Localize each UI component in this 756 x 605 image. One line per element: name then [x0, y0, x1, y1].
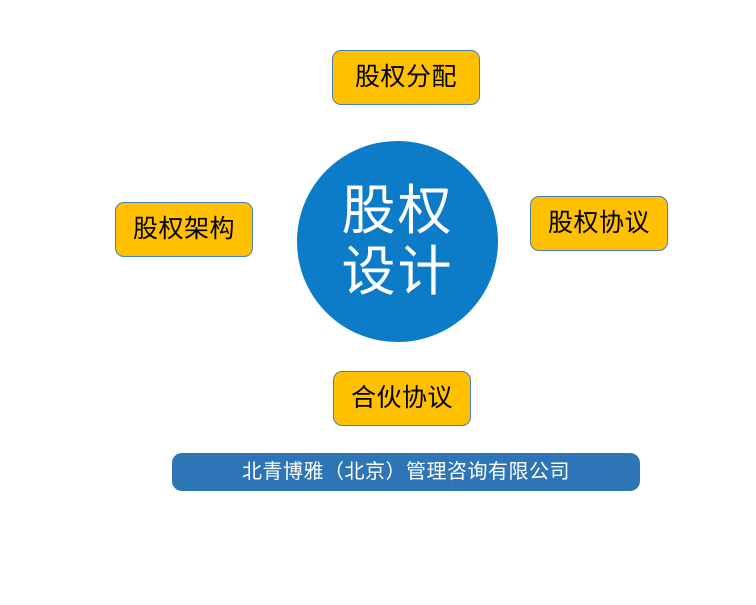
node-label: 股权分配 — [354, 63, 457, 91]
company-banner: 北青博雅（北京）管理咨询有限公司 — [172, 453, 640, 491]
hub-label-line2: 设计 — [341, 241, 454, 302]
node-label: 股权协议 — [547, 209, 650, 237]
node-equity-allocation[interactable]: 股权分配 — [332, 50, 480, 105]
node-label: 股权架构 — [132, 215, 235, 243]
node-label: 合伙协议 — [350, 384, 453, 412]
equity-design-hub[interactable]: 股权 设计 — [297, 141, 498, 342]
node-partnership-agreement[interactable]: 合伙协议 — [333, 371, 471, 426]
node-equity-structure[interactable]: 股权架构 — [115, 202, 253, 257]
node-equity-agreement[interactable]: 股权协议 — [530, 196, 668, 251]
hub-label-line1: 股权 — [341, 181, 454, 242]
company-name: 北青博雅（北京）管理咨询有限公司 — [242, 461, 570, 483]
